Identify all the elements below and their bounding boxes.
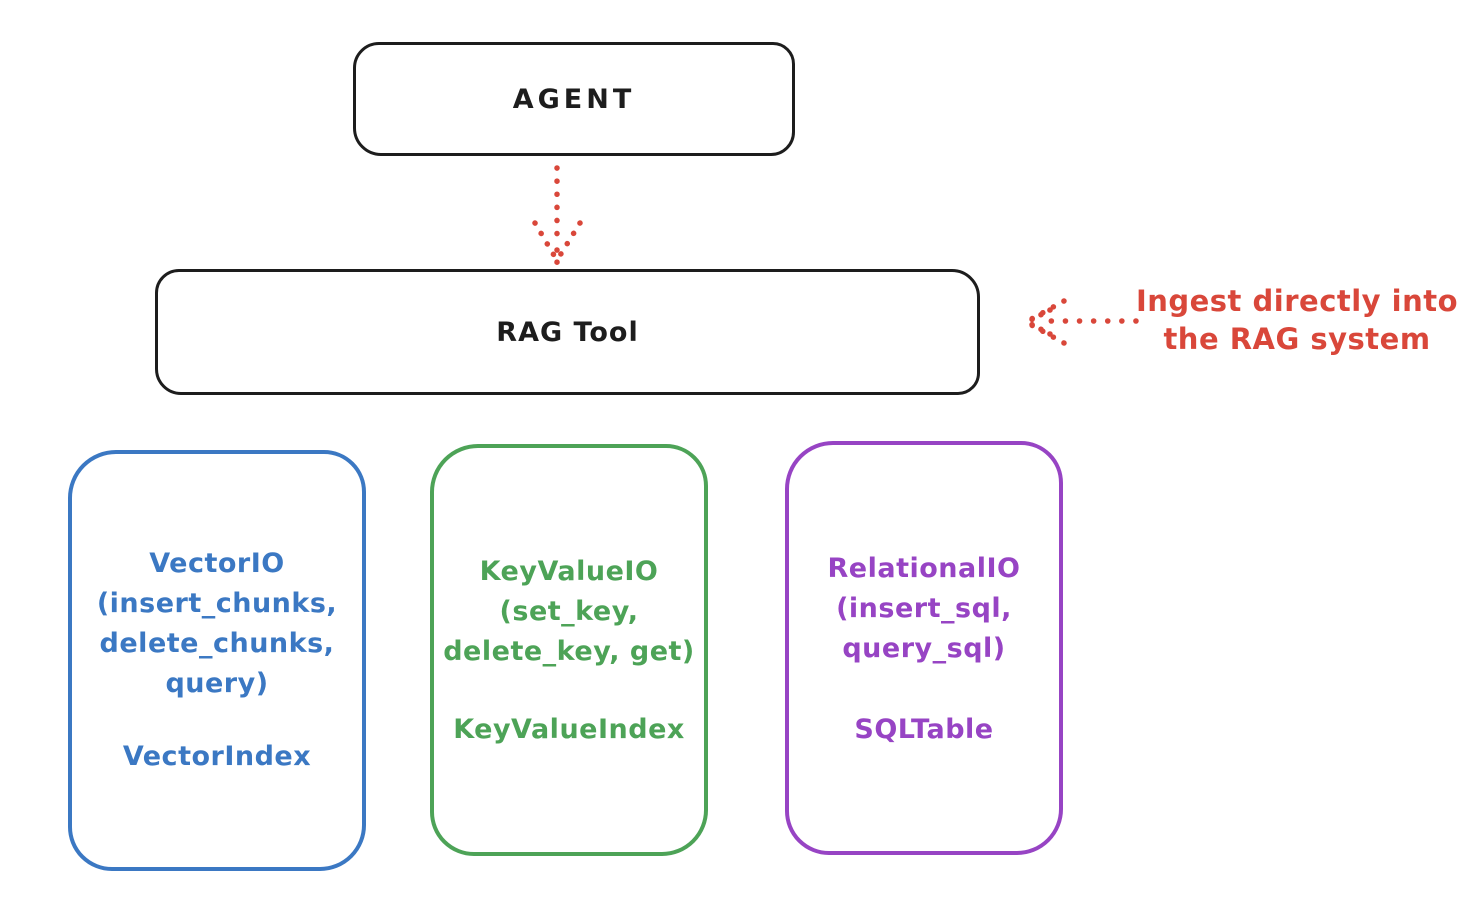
vector-io-methods-line1: (insert_chunks, <box>96 588 338 619</box>
relational-io-methods-line1: (insert_sql, <box>836 593 1012 624</box>
relational-io-node: RelationalIO (insert_sql, query_sql) SQL… <box>785 441 1063 855</box>
ingest-annotation-line1: Ingest directly into <box>1135 284 1459 318</box>
sql-table-label: SQLTable <box>854 714 994 745</box>
rag-tool-node: RAG Tool <box>155 269 980 395</box>
vector-index-label: VectorIndex <box>122 741 312 772</box>
relational-io-title: RelationalIO <box>827 553 1021 584</box>
agent-to-ragtool-arrow <box>532 165 583 266</box>
relational-io-methods-line2: query_sql) <box>842 633 1006 664</box>
keyvalue-io-title: KeyValueIO <box>479 556 659 587</box>
vector-io-methods-line3: query) <box>165 668 269 699</box>
keyvalue-io-methods-line2: delete_key, get) <box>443 636 695 667</box>
keyvalue-index-label: KeyValueIndex <box>453 714 685 745</box>
ingest-annotation: Ingest directly into the RAG system <box>1110 282 1484 358</box>
keyvalue-io-node: KeyValueIO (set_key, delete_key, get) Ke… <box>430 444 708 856</box>
vector-io-title: VectorIO <box>149 548 285 579</box>
vector-io-node: VectorIO (insert_chunks, delete_chunks, … <box>68 450 366 871</box>
keyvalue-io-methods-line1: (set_key, <box>499 596 639 627</box>
agent-node-label: AGENT <box>512 83 636 115</box>
vector-io-methods-line2: delete_chunks, <box>99 628 335 659</box>
rag-tool-node-label: RAG Tool <box>496 316 639 348</box>
ingest-annotation-line2: the RAG system <box>1163 322 1431 356</box>
agent-node: AGENT <box>353 42 795 156</box>
